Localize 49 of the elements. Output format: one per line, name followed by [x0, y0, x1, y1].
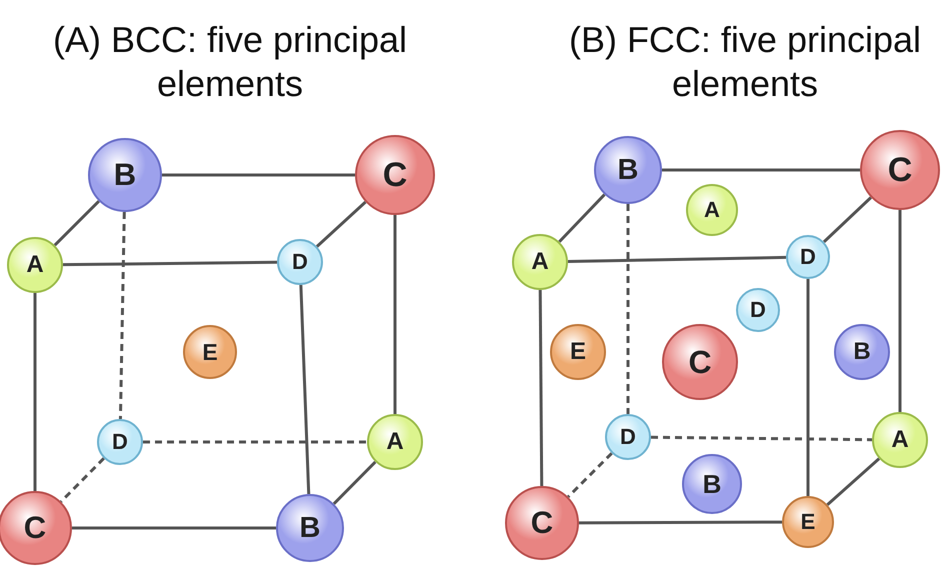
atom-circle: D [736, 288, 780, 332]
cube-edge [394, 215, 396, 414]
cube-edge [662, 168, 860, 172]
atom-circle: D [277, 239, 323, 285]
atom-circle: E [782, 496, 834, 548]
atom-circle: A [872, 412, 928, 468]
atom-circle: C [860, 130, 940, 210]
cube-edge [332, 460, 376, 505]
hidden-cube-edge [118, 212, 126, 420]
cube-edge [162, 174, 355, 176]
hidden-cube-edge [650, 436, 872, 442]
cube-edge [898, 210, 902, 412]
cube-edge [72, 526, 276, 530]
panel-title: (A) BCC: five principal elements [52, 18, 408, 106]
panel-title: (B) FCC: five principal elements [568, 18, 922, 106]
atom-circle: C [662, 324, 738, 400]
hidden-cube-edge [626, 204, 630, 414]
cube-edge [62, 260, 278, 266]
cube-edge [538, 290, 544, 486]
cube-edge [54, 200, 100, 246]
hidden-cube-edge [60, 457, 105, 503]
cube-edge [558, 194, 606, 243]
cube-edge [316, 200, 367, 248]
cube-edge [568, 256, 786, 263]
cube-edge [34, 293, 36, 491]
hidden-cube-edge [567, 452, 613, 498]
hidden-cube-edge [143, 440, 367, 444]
atom-circle: C [0, 491, 72, 565]
atom-circle: A [512, 234, 568, 290]
atom-circle: D [786, 235, 830, 279]
atom-circle: B [594, 136, 662, 204]
atom-circle: B [834, 324, 890, 380]
atom-circle: E [183, 325, 237, 379]
cube-edge [579, 520, 782, 524]
atom-circle: C [355, 135, 435, 215]
atom-circle: A [686, 184, 738, 236]
atom-circle: A [367, 414, 423, 470]
cube-edge [806, 279, 810, 496]
cube-edge [822, 196, 872, 243]
atom-circle: B [682, 454, 742, 514]
atom-circle: B [88, 138, 162, 212]
atom-circle: B [276, 494, 344, 562]
cube-edge [299, 284, 310, 494]
cube-edge [826, 458, 880, 506]
atom-circle: D [605, 414, 651, 460]
atom-circle: A [7, 237, 63, 293]
atom-circle: E [550, 324, 606, 380]
atom-circle: C [505, 486, 579, 560]
atom-circle: D [97, 419, 143, 465]
